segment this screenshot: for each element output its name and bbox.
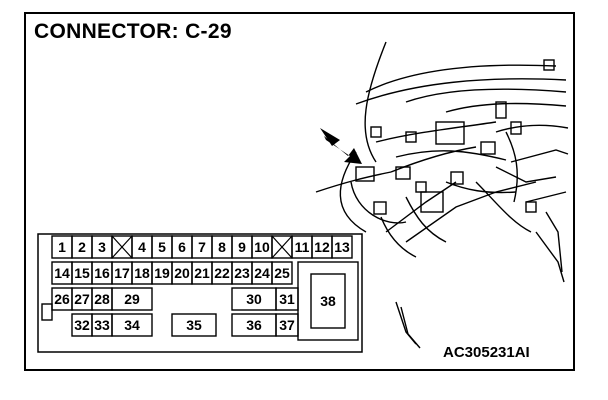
cavity-31: 31 [279, 291, 295, 307]
cavity-6: 6 [178, 239, 186, 255]
cavity-21: 21 [194, 265, 210, 281]
cavity-17: 17 [114, 265, 130, 281]
diagram-frame: CONNECTOR: C-29 [24, 12, 575, 371]
cavity-24: 24 [254, 265, 270, 281]
wiring-harness-illustration [315, 41, 569, 349]
cavity-7: 7 [198, 239, 206, 255]
cavity-11: 11 [295, 239, 310, 255]
cavity-12: 12 [314, 239, 330, 255]
cavity-5: 5 [158, 239, 166, 255]
cavity-33: 33 [94, 317, 110, 333]
cavity-26: 26 [54, 291, 70, 307]
cavity-19: 19 [154, 265, 170, 281]
cavity-28: 28 [94, 291, 110, 307]
cavity-9: 9 [238, 239, 246, 255]
cavity-18: 18 [134, 265, 150, 281]
cavity-16: 16 [94, 265, 110, 281]
cavity-23: 23 [234, 265, 250, 281]
cavity-14: 14 [54, 265, 70, 281]
cavity-25: 25 [274, 265, 290, 281]
cavity-13: 13 [334, 239, 350, 255]
figure-code: AC305231AI [443, 344, 530, 361]
cavity-32: 32 [74, 317, 90, 333]
cavity-10: 10 [254, 239, 270, 255]
cavity-36: 36 [246, 317, 262, 333]
cavity-30: 30 [246, 291, 262, 307]
cavity-15: 15 [74, 265, 90, 281]
diagram-title: CONNECTOR: C-29 [34, 20, 232, 43]
cavity-29: 29 [124, 291, 140, 307]
cavity-22: 22 [214, 265, 230, 281]
cavity-20: 20 [174, 265, 190, 281]
cavity-34: 34 [124, 317, 140, 333]
cavity-35: 35 [186, 317, 202, 333]
cavity-8: 8 [218, 239, 226, 255]
cavity-3: 3 [98, 239, 106, 255]
cavity-1: 1 [58, 239, 66, 255]
cavity-37: 37 [279, 317, 295, 333]
cavity-4: 4 [138, 239, 146, 255]
cavity-27: 27 [74, 291, 90, 307]
cavity-2: 2 [78, 239, 86, 255]
cavity-38: 38 [320, 293, 336, 309]
arrow-icon [320, 128, 362, 164]
